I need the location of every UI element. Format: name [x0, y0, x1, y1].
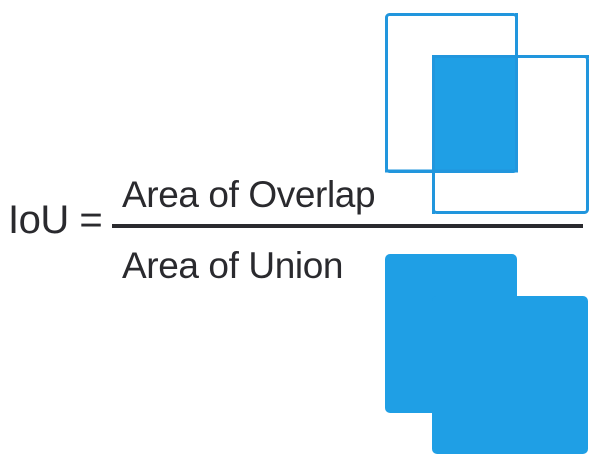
overlap-box-b-edge-overlay [432, 55, 589, 214]
fraction-bar [112, 224, 583, 228]
union-box-b-fill [432, 296, 588, 454]
overlap-box-a-edge-overlay [385, 13, 518, 173]
formula-denominator: Area of Union [122, 245, 344, 286]
formula-numerator: Area of Overlap [122, 174, 376, 215]
formula-left-hand-side: IoU = [8, 198, 103, 242]
overlap-intersection-fill [432, 55, 517, 172]
